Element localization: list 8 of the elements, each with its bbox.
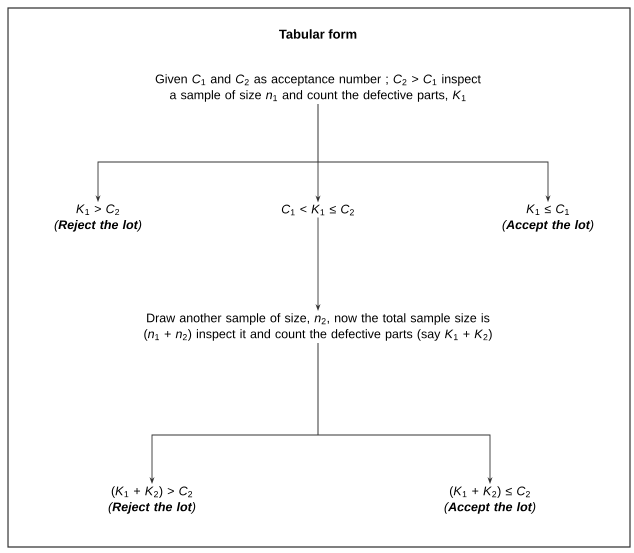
instruction-text: Draw another sample of size, n$_{2}$, now the total sample size is (n$_{1}$ + n$_{2}$) inspect it and count the defective parts (say K$_{1}$ + K$_{2}$) — [144, 313, 492, 341]
condition-text: C$_{1}$ < K$_{1}$ ≤ C$_{2}$ — [282, 204, 354, 216]
instruction-text: Given C$_{1}$ and C$_{2}$ as acceptance number ; C$_{2}$ > C$_{1}$ inspect a sample of size n$_{1}$ and count the defective parts, K$_{1}$ — [156, 74, 481, 102]
heading: Tabular form — [279, 29, 356, 39]
condition-text: K$_{1}$ > C$_{2}$ (Reject the lot) — [54, 204, 142, 232]
condition-text: (K$_{1}$ + K$_{2}$) > C$_{2}$ (Reject the lot) — [108, 486, 196, 514]
condition-text: (K$_{1}$ + K$_{2}$) ≤ C$_{2}$ (Accept the lot) — [444, 486, 536, 514]
condition-text: K$_{1}$ ≤ C$_{1}$ (Accept the lot) — [502, 204, 594, 232]
